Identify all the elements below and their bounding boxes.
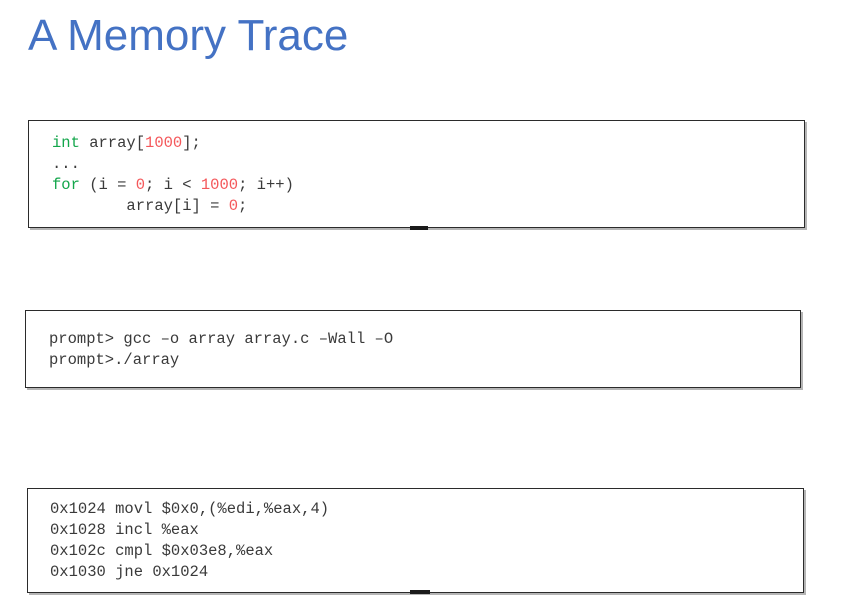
code-token-plain: ; i++) <box>238 176 294 194</box>
code-token-number: 0 <box>228 197 239 215</box>
code-token-number: 1000 <box>200 176 239 194</box>
page-title: A Memory Trace <box>28 11 349 60</box>
code-block-c-source-edge-notch <box>410 226 428 230</box>
code-block-assembly-trace-edge-notch <box>410 590 430 594</box>
code-token-plain: ... <box>52 155 80 173</box>
code-token-keyword: for <box>52 176 80 194</box>
code-text-shell-session: prompt> gcc –o array array.c –Wall –O pr… <box>26 311 800 371</box>
code-block-assembly-trace: 0x1024 movl $0x0,(%edi,%eax,4) 0x1028 in… <box>27 488 804 593</box>
code-token-number: 0 <box>135 176 146 194</box>
code-token-plain: (i = <box>79 176 136 194</box>
code-block-shell-session: prompt> gcc –o array array.c –Wall –O pr… <box>25 310 801 388</box>
code-token-plain: 0x1030 jne 0x1024 <box>50 563 209 581</box>
code-token-number: 1000 <box>145 134 183 152</box>
code-token-plain: ; <box>238 197 248 215</box>
code-token-plain: ; i < <box>145 176 201 194</box>
code-token-plain: prompt>./array <box>49 351 180 369</box>
code-token-plain: array[ <box>79 134 146 152</box>
code-token-keyword: int <box>52 134 80 152</box>
code-token-plain: 0x1024 movl $0x0,(%edi,%eax,4) <box>50 500 330 518</box>
code-text-c-source: int array[1000]; ... for (i = 0; i < 100… <box>29 121 804 217</box>
code-block-c-source: int array[1000]; ... for (i = 0; i < 100… <box>28 120 805 228</box>
code-token-plain: ]; <box>182 134 201 152</box>
code-token-plain: array[i] = <box>52 197 229 215</box>
code-token-plain: 0x1028 incl %eax <box>50 521 199 539</box>
code-token-plain: 0x102c cmpl $0x03e8,%eax <box>50 542 274 560</box>
code-token-plain: prompt> gcc –o array array.c –Wall –O <box>49 330 394 348</box>
code-text-assembly-trace: 0x1024 movl $0x0,(%edi,%eax,4) 0x1028 in… <box>28 489 803 583</box>
